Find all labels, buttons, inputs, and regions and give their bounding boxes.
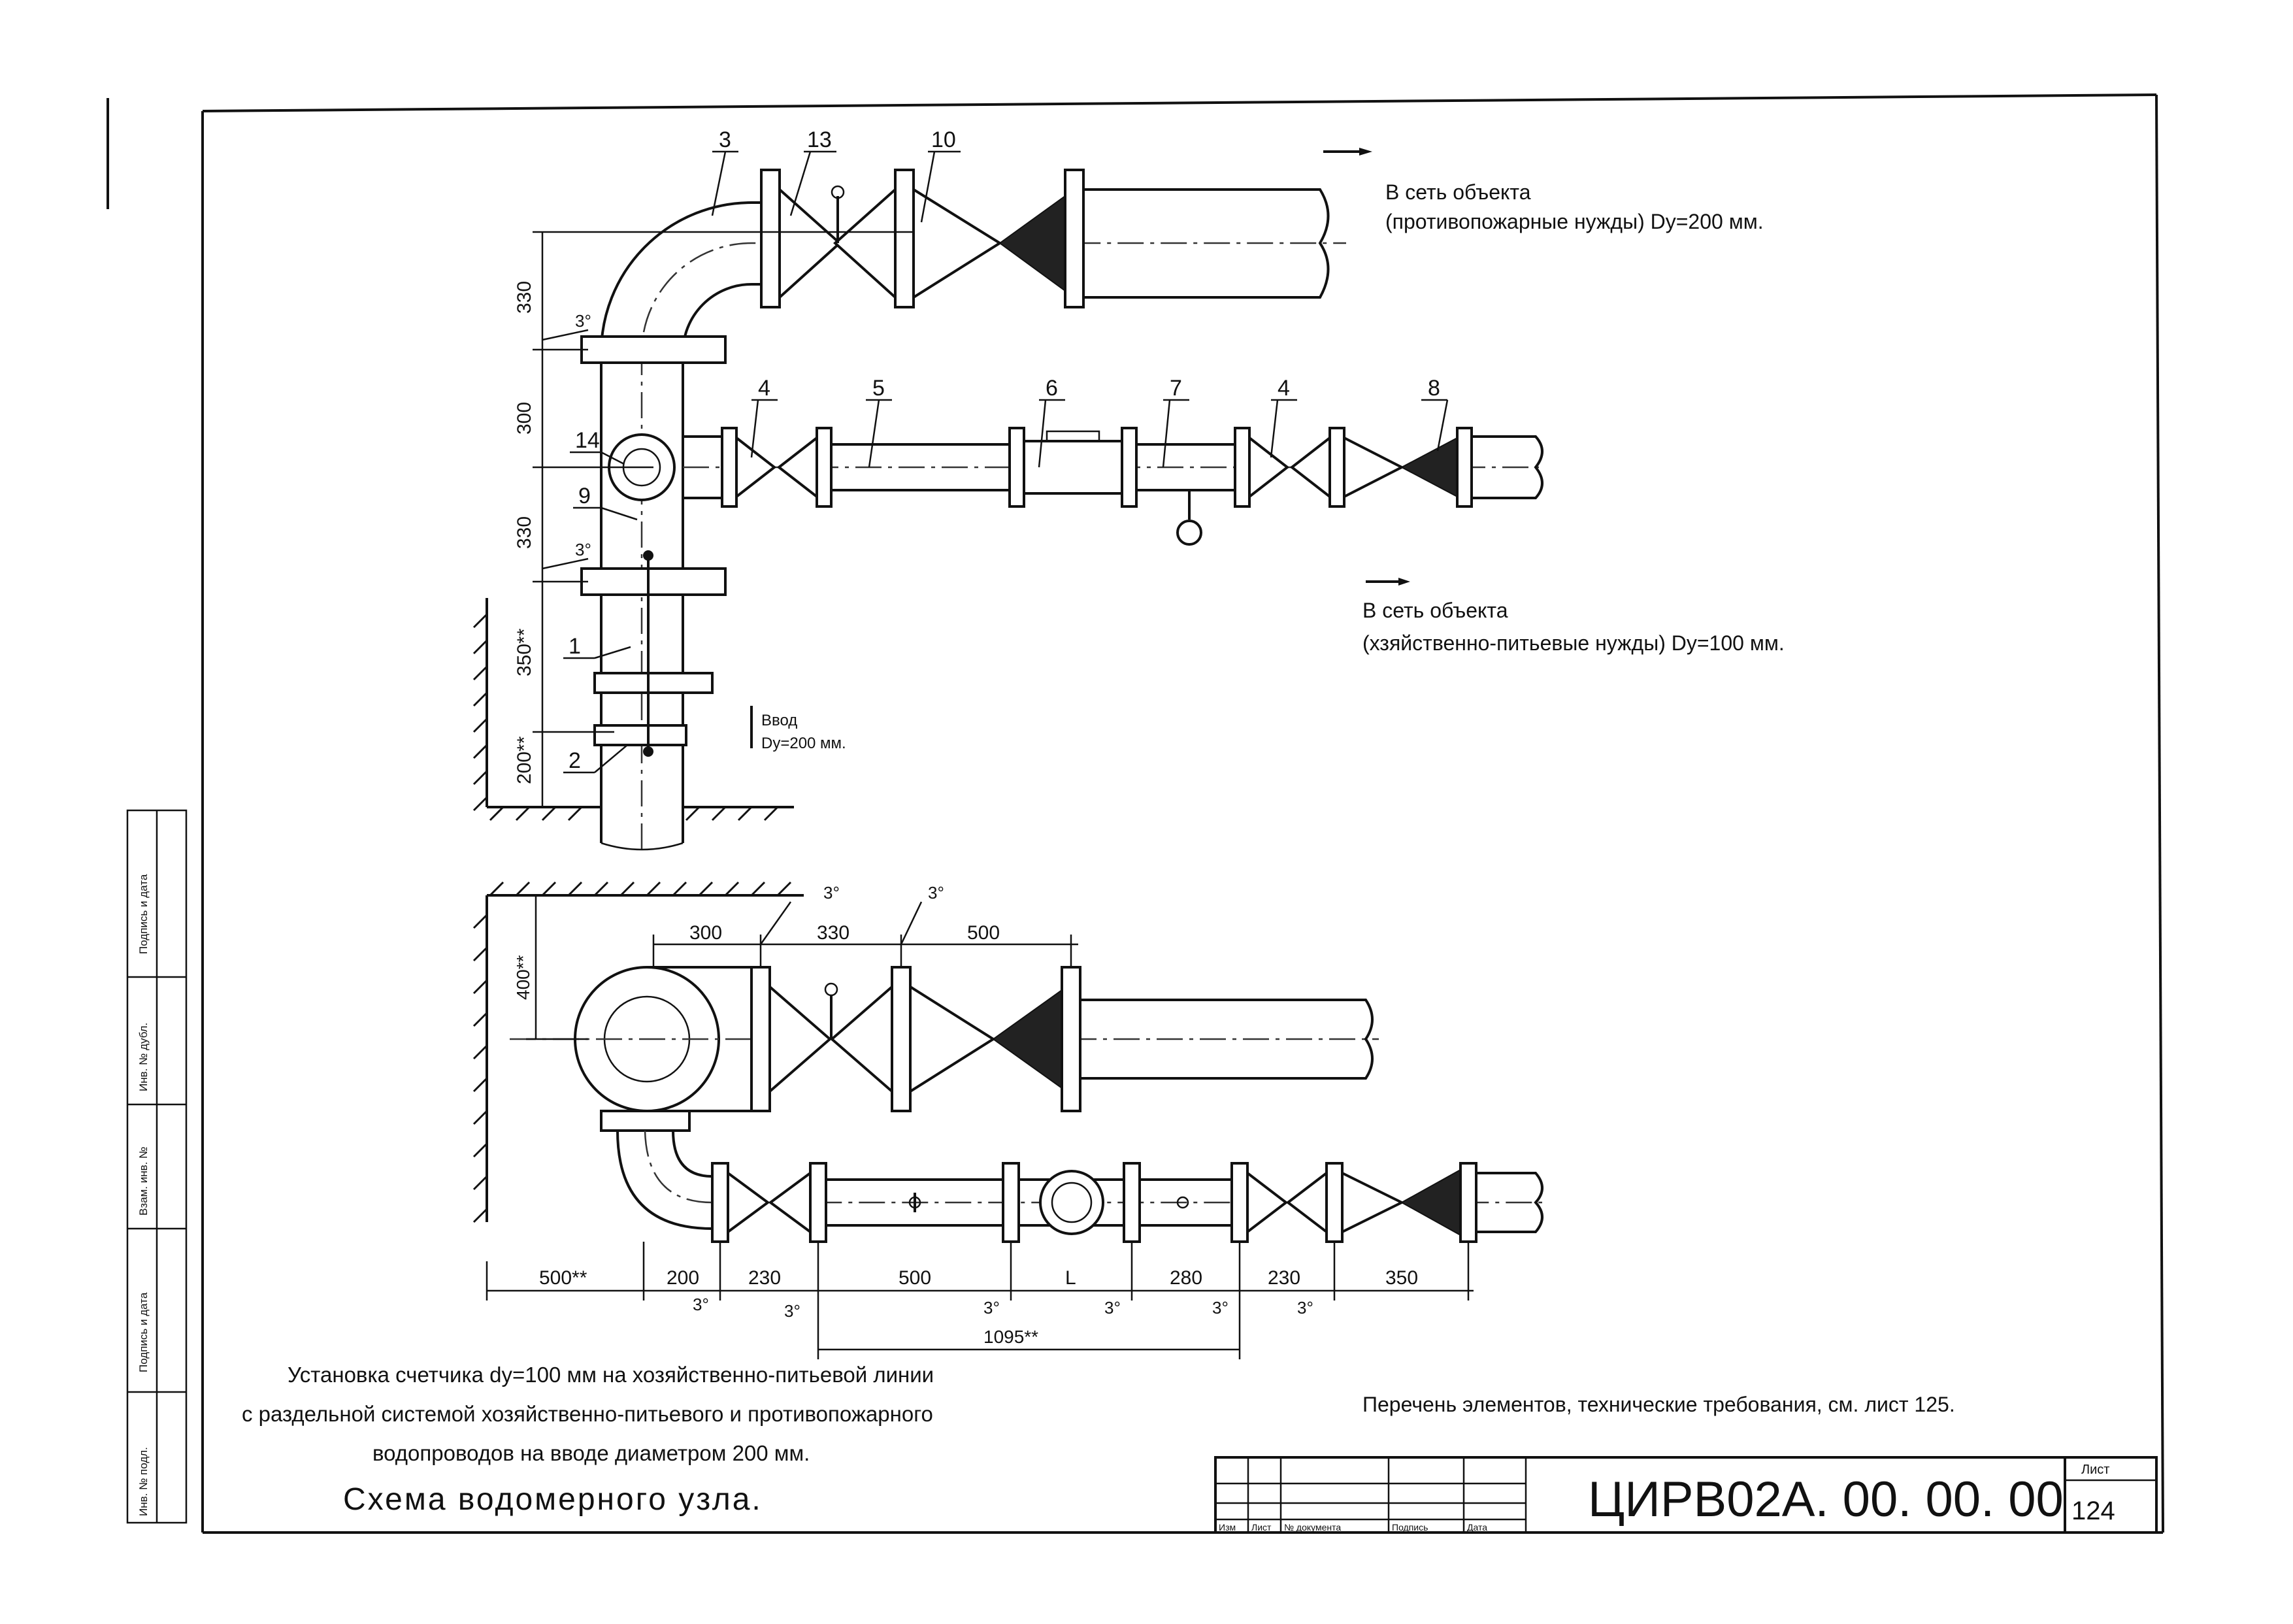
callouts-top: 3 13 10 4 5 6 7 4 8 — [563, 127, 1449, 774]
slope-b-1: 3° — [823, 883, 840, 903]
dim-bb-500b: 500 — [899, 1267, 931, 1289]
slope-b-2: 3° — [928, 883, 944, 903]
wall-hatch-bottom — [472, 881, 804, 1223]
tb-col-1: Изм — [1219, 1522, 1236, 1533]
slope-bb-4: 3° — [1104, 1298, 1121, 1317]
callout-9: 9 — [578, 484, 591, 508]
dim-bb-280: 280 — [1170, 1267, 1202, 1289]
dim-v-200: 200** — [514, 736, 535, 784]
stamp-label-5: Инв. № подл. — [137, 1447, 150, 1516]
fire-line — [760, 148, 1372, 308]
bottom-bottom-dims: 500** 200 230 500 L 280 230 350 1095** 3… — [486, 1242, 1474, 1359]
slope-bb-1: 3° — [693, 1295, 709, 1314]
side-stamp: Подпись и дата Инв. № дубл. Взам. инв. №… — [126, 809, 188, 1524]
callout-5: 5 — [872, 376, 885, 401]
tb-col-4: Подпись — [1392, 1522, 1428, 1533]
dim-v-300: 300 — [514, 402, 535, 435]
slope-bb-5: 3° — [1212, 1298, 1229, 1317]
caption-line-3: водопроводов на вводе диаметром 200 мм. — [372, 1441, 810, 1465]
dim-bb-230a: 230 — [748, 1267, 781, 1289]
callout-10: 10 — [931, 127, 956, 152]
dim-b-330: 330 — [817, 922, 850, 944]
callout-6: 6 — [1046, 376, 1058, 401]
callout-3: 3 — [719, 127, 731, 152]
dim-bb-500: 500** — [539, 1267, 587, 1289]
bottom-scheme: 300 330 500 3° 3° 400** 500** 200 230 — [472, 881, 1543, 1359]
callout-14: 14 — [575, 428, 600, 453]
dim-v-330b: 330 — [514, 516, 535, 549]
top-vertical-dims: 330 300 330 350** 200** 3° 3° — [514, 231, 915, 808]
sheet-label: Лист — [2081, 1463, 2109, 1477]
top-scheme: 330 300 330 350** 200** 3° 3° 3 13 10 4 … — [472, 127, 1785, 851]
dim-v-330a: 330 — [514, 281, 535, 314]
inlet-label-2: Dy=200 мм. — [761, 735, 846, 752]
domestic-note-2: (хзяйственно-питьевые нужды) Dy=100 мм. — [1362, 631, 1785, 655]
callout-7: 7 — [1170, 376, 1182, 401]
riser-pipe — [580, 201, 1346, 851]
tb-col-3: № документа — [1284, 1522, 1341, 1533]
domestic-note-1: В сеть объекта — [1362, 599, 1508, 622]
callout-13: 13 — [807, 127, 832, 152]
document-code: ЦИРВ02А. 00. 00. 00 — [1588, 1472, 2064, 1527]
stamp-label-2: Инв. № дубл. — [137, 1023, 150, 1091]
fire-note-2: (противопожарные нужды) Dy=200 мм. — [1385, 210, 1764, 233]
slope-bb-6: 3° — [1297, 1298, 1313, 1317]
slope-bb-2: 3° — [784, 1301, 800, 1321]
caption-line-1: Установка счетчика dy=100 мм на хозяйств… — [288, 1363, 934, 1387]
dim-bb-350: 350 — [1385, 1267, 1418, 1289]
tb-col-2: Лист — [1251, 1522, 1272, 1533]
fire-note-1: В сеть объекта — [1385, 180, 1531, 204]
captions: Установка счетчика dy=100 мм на хозяйств… — [242, 1363, 1955, 1517]
sheet-frame — [107, 93, 2164, 1534]
bottom-domestic-line — [711, 1162, 1543, 1243]
dim-bb-L: L — [1065, 1267, 1076, 1289]
callout-2: 2 — [569, 748, 581, 773]
dim-b-300: 300 — [689, 922, 722, 944]
slope-top-2: 3° — [575, 540, 591, 559]
inlet-label-1: Ввод — [761, 712, 797, 729]
callout-4a: 4 — [758, 376, 770, 401]
callout-8: 8 — [1428, 376, 1440, 401]
stamp-label-4: Подпись и дата — [137, 1292, 150, 1372]
callout-1: 1 — [569, 634, 581, 659]
scheme-title: Схема водомерного узла. — [343, 1482, 763, 1517]
stamp-label-1: Подпись и дата — [137, 874, 150, 954]
stamp-label-3: Взам. инв. № — [137, 1147, 150, 1216]
tb-col-5: Дата — [1467, 1522, 1487, 1533]
dim-bb-230b: 230 — [1268, 1267, 1300, 1289]
callout-4b: 4 — [1278, 376, 1290, 401]
dim-b-400: 400** — [513, 955, 533, 1000]
bottom-top-dims: 300 330 500 3° 3° 400** — [513, 883, 1078, 1040]
bottom-elbow — [510, 966, 1542, 1230]
caption-line-2: с раздельной системой хозяйственно-питье… — [242, 1402, 933, 1426]
domestic-line — [683, 427, 1543, 586]
dim-bb-200: 200 — [667, 1267, 699, 1289]
slope-bb-3: 3° — [983, 1298, 1000, 1317]
title-block: Изм Лист № документа Подпись Дата ЦИРВ02… — [1214, 1456, 2158, 1534]
sheet-number: 124 — [2071, 1497, 2115, 1525]
reference-note: Перечень элементов, технические требован… — [1362, 1393, 1955, 1416]
slope-top-1: 3° — [575, 311, 591, 331]
dim-b-500: 500 — [967, 922, 1000, 944]
dim-v-350: 350** — [514, 628, 535, 676]
dim-bb-1095: 1095** — [983, 1327, 1038, 1347]
